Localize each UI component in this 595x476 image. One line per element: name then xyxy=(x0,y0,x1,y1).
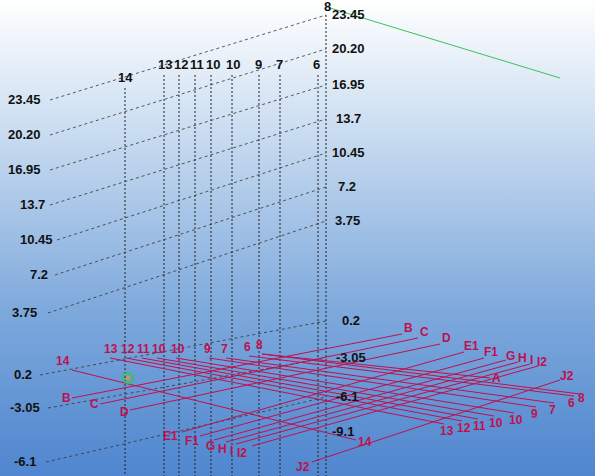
grid-label: 11 xyxy=(137,343,150,355)
elevation-label: 7.2 xyxy=(30,268,48,281)
grid-label: E1 xyxy=(163,430,178,442)
elevation-label: 3.75 xyxy=(335,214,360,227)
grid-label: 10 xyxy=(509,414,522,426)
grid-label: 10 xyxy=(171,343,184,355)
elevation-label: 11 xyxy=(190,58,204,71)
elevation-label: -6.1 xyxy=(14,455,36,468)
elevation-label: 6 xyxy=(313,58,320,71)
grid-label: 13 xyxy=(440,425,453,437)
elevation-label: 10.45 xyxy=(20,233,53,246)
elevation-label: 16.95 xyxy=(8,163,41,176)
grid-label: J2 xyxy=(296,461,309,473)
grid-label: 10 xyxy=(152,343,165,355)
elevation-label: 12 xyxy=(174,58,188,71)
elevation-label: -3.05 xyxy=(10,401,40,414)
elevation-label: 0.2 xyxy=(342,314,360,327)
grid-label: 7 xyxy=(549,404,556,416)
elevation-label: 13.7 xyxy=(20,198,45,211)
grid-label: H xyxy=(218,443,227,455)
grid-label: 14 xyxy=(56,355,69,367)
elevation-label: 23.45 xyxy=(332,8,365,21)
grid-label: E1 xyxy=(464,340,479,352)
grid-label: 8 xyxy=(578,392,585,404)
grid-label: B xyxy=(404,322,413,334)
elevation-label: 7.2 xyxy=(338,180,356,193)
grid-label: G xyxy=(506,350,515,362)
grid-label: B xyxy=(62,392,71,404)
grid-label: 13 xyxy=(104,343,117,355)
grid-label: I2 xyxy=(537,356,547,368)
elevation-label: 10 xyxy=(206,58,220,71)
grid-label: F1 xyxy=(484,346,498,358)
elevation-label: 23.45 xyxy=(8,93,41,106)
grid-label: C xyxy=(420,326,429,338)
elevation-label: 3.75 xyxy=(12,306,37,319)
elevation-label: 20.20 xyxy=(8,128,41,141)
elevation-label: 10.45 xyxy=(332,146,365,159)
elevation-label: 7 xyxy=(276,58,283,71)
grid-label: I xyxy=(530,354,533,366)
elevation-label: -3.05 xyxy=(336,351,366,364)
grid-label: D xyxy=(442,332,451,344)
grid-label: F1 xyxy=(185,435,199,447)
elevation-label: -9.1 xyxy=(332,425,354,438)
elevation-label: 13 xyxy=(158,58,172,71)
elevation-label: 20.20 xyxy=(332,42,365,55)
grid-label: 6 xyxy=(568,397,575,409)
grid-label: C xyxy=(90,398,99,410)
grid-label: 9 xyxy=(531,408,538,420)
grid-label: 12 xyxy=(121,343,134,355)
grid-label: 6 xyxy=(244,341,251,353)
elevation-label: 8 xyxy=(324,0,331,13)
grid-label: I xyxy=(230,445,233,457)
elevation-label: 9 xyxy=(255,58,262,71)
elevation-label: 14 xyxy=(118,71,132,84)
grid-label: 10 xyxy=(489,417,502,429)
elevation-label: 13.7 xyxy=(336,112,361,125)
grid-label: 9 xyxy=(204,343,211,355)
grid-label: 11 xyxy=(473,420,486,432)
grid-label: H xyxy=(518,352,527,364)
elevation-label: -6.1 xyxy=(336,390,358,403)
elevation-label: 0.2 xyxy=(14,368,32,381)
grid-label: 7 xyxy=(221,343,228,355)
elevation-label: 16.95 xyxy=(332,78,365,91)
elevation-label: 10 xyxy=(226,58,240,71)
grid-label: 14 xyxy=(358,436,371,448)
grid-label: I2 xyxy=(237,447,247,459)
grid-label: A xyxy=(492,372,501,384)
grid-label: G xyxy=(206,440,215,452)
grid-label: 12 xyxy=(457,422,470,434)
grid-label: D xyxy=(120,406,129,418)
grid-label: J2 xyxy=(560,370,573,382)
grid-label: 8 xyxy=(256,339,263,351)
